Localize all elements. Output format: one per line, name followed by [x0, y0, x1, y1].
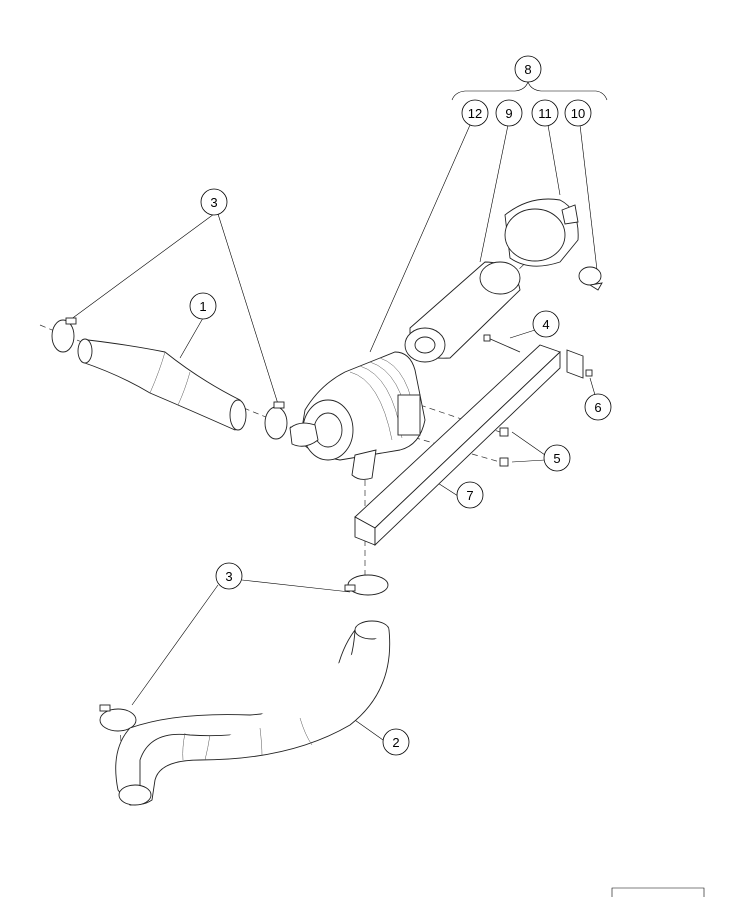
callout-12: 12 — [461, 99, 489, 127]
leader-lines — [69, 124, 598, 741]
svg-text:4: 4 — [542, 317, 549, 332]
svg-text:10: 10 — [571, 106, 585, 121]
hose-clamp-lower — [344, 574, 389, 596]
hose-clamp-middle — [264, 401, 288, 440]
hose-clamp-left — [51, 317, 77, 353]
mounting-bolts-short — [499, 427, 509, 467]
svg-text:3: 3 — [210, 195, 217, 210]
callout-3-lower: 3 — [215, 562, 243, 590]
intake-hose-upper — [77, 338, 247, 431]
callout-4: 4 — [532, 310, 560, 338]
air-cleaner-cover — [504, 198, 579, 267]
mounting-bracket — [566, 349, 593, 379]
svg-text:12: 12 — [468, 106, 482, 121]
callout-6: 6 — [584, 393, 612, 421]
reference-box-outline — [611, 887, 705, 897]
svg-text:6: 6 — [594, 400, 601, 415]
svg-text:11: 11 — [538, 106, 552, 121]
svg-text:7: 7 — [466, 488, 473, 503]
callout-1: 1 — [189, 292, 217, 320]
callout-9: 9 — [495, 99, 523, 127]
svg-text:9: 9 — [505, 106, 512, 121]
svg-text:1: 1 — [199, 299, 206, 314]
air-cleaner-housing — [289, 351, 426, 480]
intake-hose-lower — [115, 620, 391, 806]
group-bracket-8 — [451, 81, 608, 101]
callout-5: 5 — [543, 444, 571, 472]
callout-3-upper: 3 — [200, 188, 228, 216]
mounting-bolt-long — [483, 334, 521, 353]
svg-text:5: 5 — [553, 451, 560, 466]
vacuator-valve — [578, 266, 603, 291]
callout-11: 11 — [531, 99, 559, 127]
svg-text:3: 3 — [225, 569, 232, 584]
callout-10: 10 — [564, 99, 592, 127]
svg-text:8: 8 — [524, 62, 531, 77]
hose-clamp-bottom-left — [99, 704, 137, 732]
callout-8: 8 — [514, 55, 542, 83]
mounting-rail — [354, 344, 561, 547]
primary-filter-element — [404, 261, 521, 363]
callout-2: 2 — [382, 728, 410, 756]
svg-text:2: 2 — [392, 735, 399, 750]
callout-7: 7 — [456, 481, 484, 509]
